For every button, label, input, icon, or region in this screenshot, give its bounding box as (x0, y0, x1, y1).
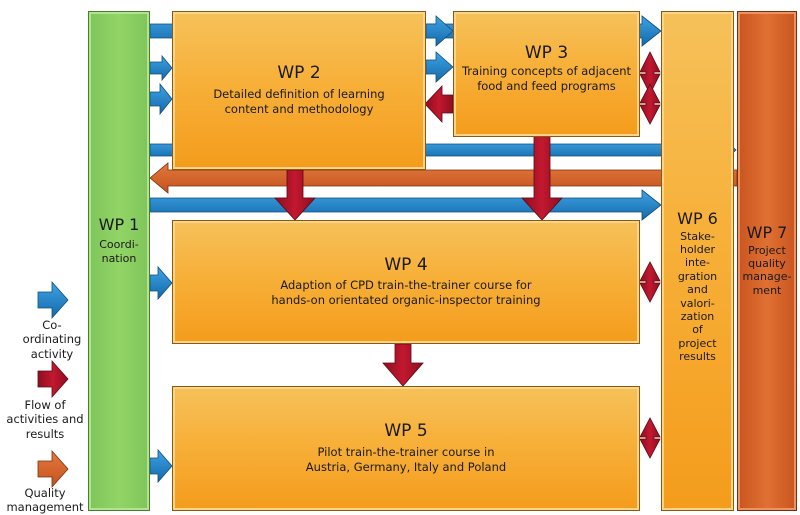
blue-arrow-wp1-wp6-mid (149, 189, 662, 221)
wp1-description: Coordi- nation (99, 237, 139, 265)
wp2-box: WP 2 Detailed definition of learning con… (172, 11, 426, 170)
wp3-box: WP 3 Training concepts of adjacent food … (453, 11, 640, 137)
wp6-box: WP 6 Stake- holder inte- gration and val… (661, 11, 734, 511)
legend-blue-arrow-icon (37, 280, 69, 320)
red-arrow-wp3-wp4 (521, 135, 563, 221)
wp3-description: Training concepts of adjacent food and f… (461, 63, 632, 93)
legend-quality-label: Quality management (6, 486, 84, 515)
wp1-box: WP 1 Coordi- nation (88, 11, 150, 511)
red-arrow-wp4-wp5 (382, 343, 424, 387)
wp3-title: WP 3 (524, 43, 569, 64)
red-double-arrow-wp5-wp6 (639, 417, 661, 459)
red-double-arrow-wp3-wp6-2 (639, 83, 661, 125)
legend-coordinating-label: Co- ordinating activity (22, 318, 82, 361)
blue-arrow-wp2-2 (149, 82, 173, 116)
blue-arrow-wp4 (149, 265, 173, 301)
blue-arrow-wp3-2 (425, 51, 454, 83)
wp7-box: WP 7 Project quality manage- ment (737, 11, 797, 511)
legend-red-arrow-icon (37, 359, 69, 399)
wp5-box: WP 5 Pilot train-the-trainer course in A… (172, 386, 640, 511)
red-double-arrow-wp4-wp6 (639, 261, 661, 303)
wp4-title: WP 4 (384, 254, 428, 275)
red-arrow-wp2-wp4 (274, 169, 316, 221)
wp7-description: Project quality manage- ment (742, 243, 792, 297)
wp1-title: WP 1 (98, 214, 140, 234)
blue-arrow-wp2-1 (149, 54, 173, 82)
wp7-title: WP 7 (746, 223, 788, 242)
wp6-description: Stake- holder inte- gration and valori- … (677, 229, 718, 364)
wp6-title: WP 6 (677, 209, 718, 228)
wp4-box: WP 4 Adaption of CPD train-the-trainer c… (172, 220, 640, 344)
legend-flow-label: Flow of activities and results (6, 398, 84, 441)
red-double-arrow-wp3-wp6-1 (639, 51, 661, 95)
wp2-description: Detailed definition of learning content … (213, 86, 385, 116)
wp5-title: WP 5 (384, 421, 428, 442)
red-arrow-wp3-wp2 (424, 84, 454, 124)
wp2-title: WP 2 (277, 63, 321, 84)
blue-arrow-wp3-1 (425, 15, 454, 47)
wp5-description: Pilot train-the-trainer course in Austri… (305, 444, 507, 474)
wp4-description: Adaption of CPD train-the-trainer course… (271, 278, 541, 308)
legend-orange-arrow-icon (37, 449, 69, 489)
blue-arrow-wp5 (149, 448, 173, 484)
